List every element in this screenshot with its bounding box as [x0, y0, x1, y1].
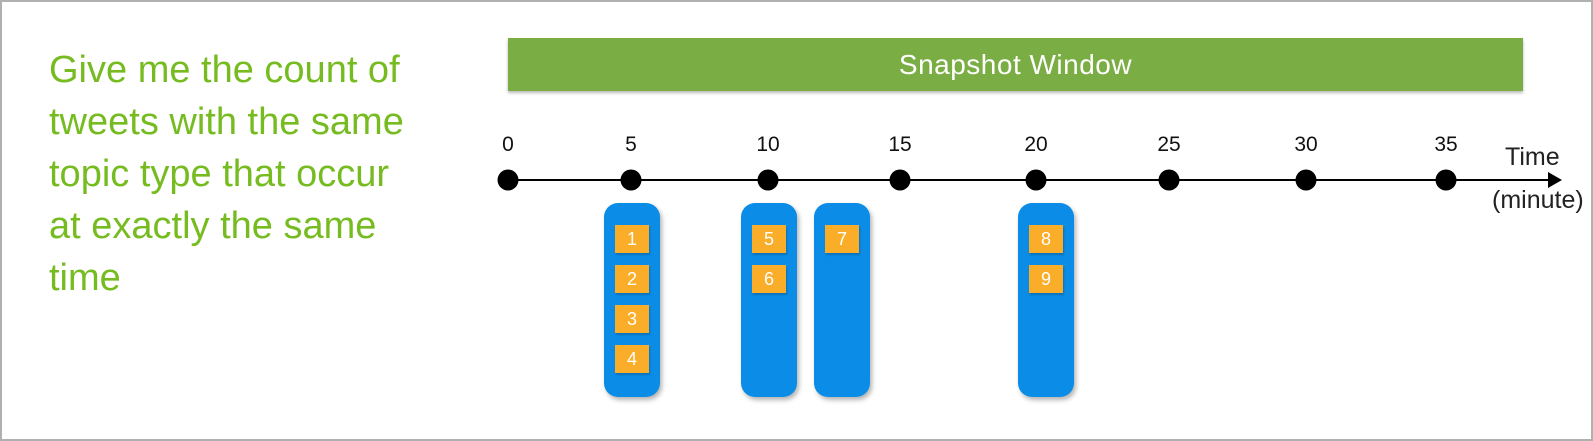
- tick-label-5: 5: [625, 133, 637, 156]
- axis-unit-sublabel: (minute): [1492, 186, 1584, 214]
- axis-unit-label: Time: [1505, 143, 1560, 171]
- tick-label-15: 15: [888, 133, 912, 156]
- snapshot-window-label: Snapshot Window: [898, 48, 1133, 80]
- tick-label-20: 20: [1024, 133, 1048, 156]
- tweet-3: 3: [615, 305, 649, 333]
- tweet-4: 4: [615, 345, 649, 373]
- tweet-9: 9: [1029, 265, 1063, 293]
- tick-dot-25: [1158, 169, 1180, 191]
- tick-label-35: 35: [1434, 133, 1458, 156]
- tick-label-0: 0: [502, 133, 514, 156]
- prompt-text: Give me the count of tweets with the sam…: [49, 49, 404, 299]
- snapshot-window-banner: Snapshot Window: [508, 38, 1523, 91]
- tweet-7: 7: [825, 225, 859, 253]
- timeline-arrowhead-icon: [1548, 172, 1562, 188]
- tick-dot-5: [620, 169, 642, 191]
- tweet-group-minute-5: 1 2 3 4: [604, 203, 660, 397]
- tick-dot-10: [757, 169, 779, 191]
- tweet-6: 6: [752, 265, 786, 293]
- tick-dot-15: [889, 169, 911, 191]
- tick-dot-0: [497, 169, 519, 191]
- tweet-5: 5: [752, 225, 786, 253]
- tick-dot-30: [1295, 169, 1317, 191]
- tweet-2: 2: [615, 265, 649, 293]
- tweet-8: 8: [1029, 225, 1063, 253]
- tick-label-10: 10: [756, 133, 780, 156]
- tick-label-25: 25: [1157, 133, 1181, 156]
- tick-dot-35: [1435, 169, 1457, 191]
- tick-dot-20: [1025, 169, 1047, 191]
- tweet-group-minute-13: 7: [814, 203, 870, 397]
- tick-label-30: 30: [1294, 133, 1318, 156]
- tweet-1: 1: [615, 225, 649, 253]
